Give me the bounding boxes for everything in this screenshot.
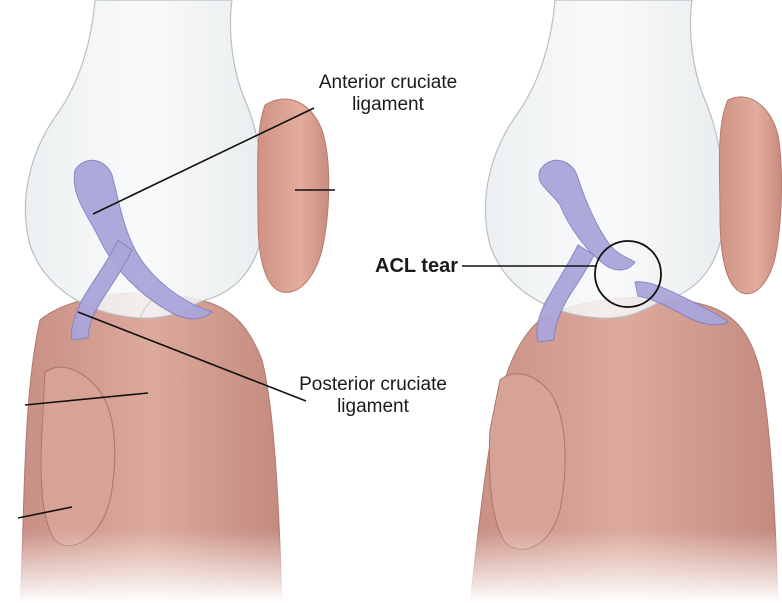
left-knee-healthy xyxy=(18,0,335,603)
pcl-label-line1: Posterior cruciate xyxy=(276,374,470,396)
right-knee-torn xyxy=(462,0,781,603)
right-patella xyxy=(719,97,781,294)
bottom-fade xyxy=(0,530,782,603)
label-anterior-cruciate-ligament: Anterior cruciate ligament xyxy=(300,72,476,116)
label-posterior-cruciate-ligament: Posterior cruciate ligament xyxy=(276,374,470,418)
label-acl-tear: ACL tear xyxy=(354,255,458,277)
acl-label-line2: ligament xyxy=(300,94,476,116)
right-femur xyxy=(485,0,724,318)
right-fibula xyxy=(489,374,565,550)
pcl-label-line2: ligament xyxy=(276,396,470,418)
acl-label-line1: Anterior cruciate xyxy=(300,72,476,94)
left-patella xyxy=(258,99,329,292)
